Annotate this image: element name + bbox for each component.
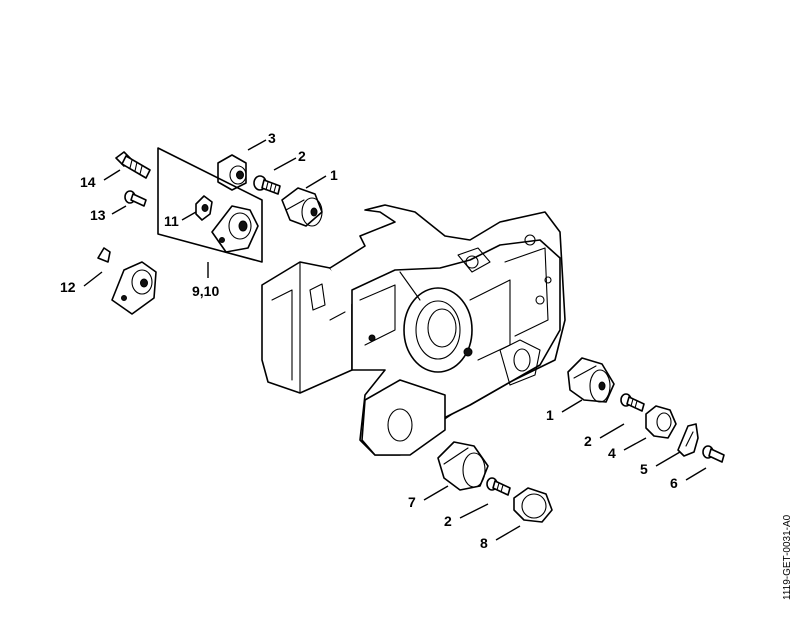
callout-14: 14	[80, 174, 96, 190]
diagram-reference-code: 1119-GET-0031-A0	[782, 514, 793, 600]
callout-12: 12	[60, 279, 76, 295]
callout-8: 8	[480, 535, 488, 551]
callout-6: 6	[670, 475, 678, 491]
crankcase	[261, 204, 566, 456]
leader-lines	[83, 139, 707, 541]
callout-3-top: 3	[268, 130, 276, 146]
callout-1-top: 1	[330, 167, 338, 183]
callout-5: 5	[640, 461, 648, 477]
part-2-screw-right	[620, 393, 645, 412]
kit-box-9-10	[157, 147, 263, 263]
callout-9-10: 9,10	[192, 283, 219, 299]
part-4-cap	[645, 405, 677, 439]
part-6-screw	[702, 445, 725, 463]
part-1-buffer-top	[281, 187, 323, 227]
callout-7: 7	[408, 494, 416, 510]
part-13-screw	[124, 190, 147, 207]
part-9-10-mount	[211, 205, 259, 253]
callout-1-right: 1	[546, 407, 554, 423]
part-8-plug	[513, 487, 553, 523]
callout-4: 4	[608, 445, 616, 461]
part-7-buffer-bottom	[437, 441, 489, 491]
callout-11: 11	[164, 213, 179, 229]
callout-13: 13	[90, 207, 106, 223]
callout-2-top: 2	[298, 148, 306, 164]
part-2-screw-top	[253, 175, 281, 195]
callout-2-bottom: 2	[444, 513, 452, 529]
callout-2-right: 2	[584, 433, 592, 449]
part-14-bolt	[115, 151, 151, 179]
part-1-buffer-right	[567, 357, 615, 403]
part-11-clip	[195, 195, 213, 221]
callout-labels: 3 2 1 14 13 11 12 9,10 1 2 4 5 6 7 2 8	[60, 130, 678, 551]
part-2-screw-bottom	[486, 477, 511, 496]
part-5-lever	[677, 423, 699, 457]
part-12-mount	[97, 247, 157, 315]
